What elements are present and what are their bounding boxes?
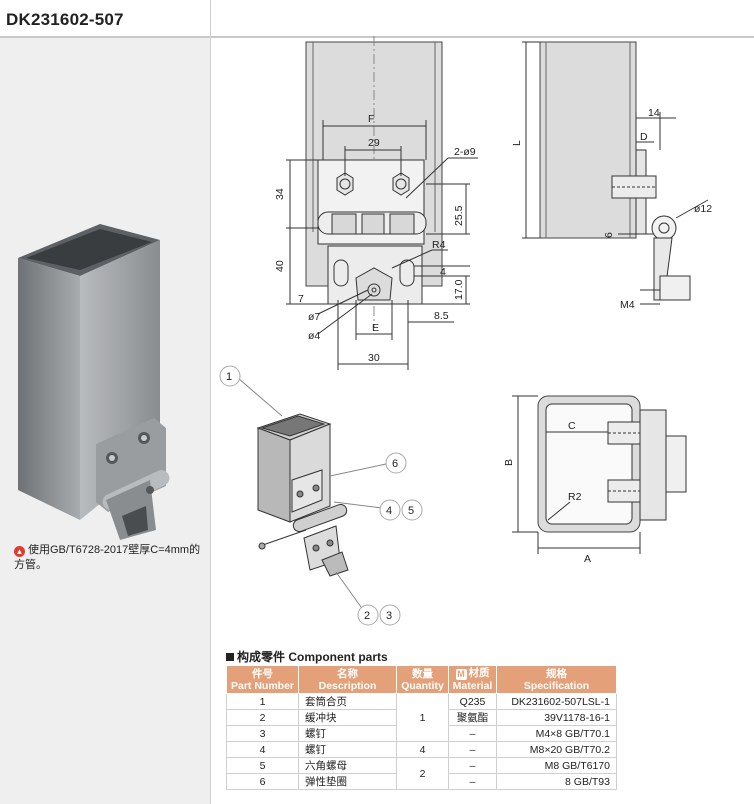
dim-7: 7 [298, 293, 304, 305]
usage-note-text: 使用GB/T6728-2017壁厚C=4mm的方管。 [14, 544, 201, 571]
cell-specification: 39V1178-16-1 [496, 709, 617, 726]
exploded-view-drawing [237, 377, 387, 615]
dim-a: A [584, 553, 591, 565]
cell-description: 套筒合页 [298, 693, 397, 710]
dim-17: 17.0 [453, 279, 465, 300]
cell-part-number: 5 [226, 757, 299, 774]
cell-part-number: 6 [226, 773, 299, 790]
cell-specification: M4×8 GB/T70.1 [496, 725, 617, 742]
square-bullet-icon [226, 653, 234, 661]
warning-icon: ▲ [14, 546, 25, 557]
cell-description: 弹性垫圈 [298, 773, 397, 790]
cell-quantity: 1 [396, 693, 449, 742]
dim-b: B [503, 459, 515, 466]
cell-part-number: 2 [226, 709, 299, 726]
cell-material: – [448, 773, 497, 790]
cell-material: 聚氨酯 [448, 709, 497, 726]
table-row: 6 弹性垫圈 – 8 GB/T93 [226, 773, 617, 790]
callout-6: 6 [392, 458, 398, 470]
dim-e: E [372, 322, 379, 334]
cell-part-number: 4 [226, 741, 299, 758]
callout-5: 5 [408, 505, 414, 517]
cell-quantity: 2 [396, 757, 449, 790]
dim-m4: M4 [620, 299, 635, 311]
dim-34: 34 [274, 188, 286, 200]
usage-note: ▲使用GB/T6728-2017壁厚C=4mm的方管。 [14, 543, 204, 573]
cell-material: Q235 [448, 693, 497, 710]
cell-material: – [448, 741, 497, 758]
side-view-drawing [522, 41, 709, 305]
cell-specification: M8×20 GB/T70.2 [496, 741, 617, 758]
dim-r2: R2 [568, 491, 582, 503]
title-bar: DK231602-507 [0, 0, 754, 42]
cell-material: – [448, 757, 497, 774]
cell-specification: M8 GB/T6170 [496, 757, 617, 774]
dim-hole: 2-ø9 [454, 146, 476, 158]
dim-40: 40 [274, 260, 286, 272]
dim-29: 29 [368, 137, 380, 149]
table-row: 5 六角螺母 2 – M8 GB/T6170 [226, 757, 617, 790]
top-view-drawing [512, 395, 687, 554]
dim-o4: ø4 [308, 330, 320, 342]
cell-description: 螺钉 [298, 741, 397, 758]
callout-2: 2 [364, 610, 370, 622]
dim-8-5: 8.5 [434, 310, 449, 322]
front-view-drawing [286, 36, 478, 370]
table-row: 4 螺钉 4 – M8×20 GB/T70.2 [226, 741, 617, 758]
dim-6: 6 [603, 232, 615, 238]
dim-4: 4 [440, 266, 446, 278]
product-code: DK231602-507 [6, 10, 124, 29]
callout-4: 4 [386, 505, 392, 517]
dim-14: 14 [648, 107, 660, 119]
material-icon: M [455, 669, 467, 680]
callout-3: 3 [386, 610, 392, 622]
callout-1: 1 [226, 371, 232, 383]
cell-specification: 8 GB/T93 [496, 773, 617, 790]
dim-25-5: 25.5 [453, 205, 465, 226]
product-3d-image [18, 224, 170, 540]
cell-description: 缓冲块 [298, 709, 397, 726]
dim-d: D [640, 131, 648, 143]
cell-part-number: 3 [226, 725, 299, 742]
cell-part-number: 1 [226, 693, 299, 710]
cell-quantity: 4 [396, 741, 449, 758]
cell-description: 六角螺母 [298, 757, 397, 774]
cell-specification: DK231602-507LSL-1 [496, 693, 617, 710]
parts-heading-text: 构成零件 Component parts [237, 650, 388, 664]
dim-o7: ø7 [308, 311, 320, 323]
cell-description: 螺钉 [298, 725, 397, 742]
callout-group: 1 6 4 5 2 3 [219, 365, 423, 626]
dim-r4: R4 [432, 239, 446, 251]
dim-f: F [368, 113, 374, 125]
dim-c: C [568, 420, 576, 432]
dim-o12: ø12 [694, 203, 712, 215]
parts-heading: 构成零件 Component parts [226, 648, 388, 665]
dim-l: L [511, 140, 523, 146]
cell-material: – [448, 725, 497, 742]
column-divider [210, 0, 211, 804]
table-row: 1 套筒合页 1 Q235 DK231602-507LSL-1 [226, 693, 617, 742]
dim-30: 30 [368, 352, 380, 364]
title-divider [0, 36, 754, 38]
